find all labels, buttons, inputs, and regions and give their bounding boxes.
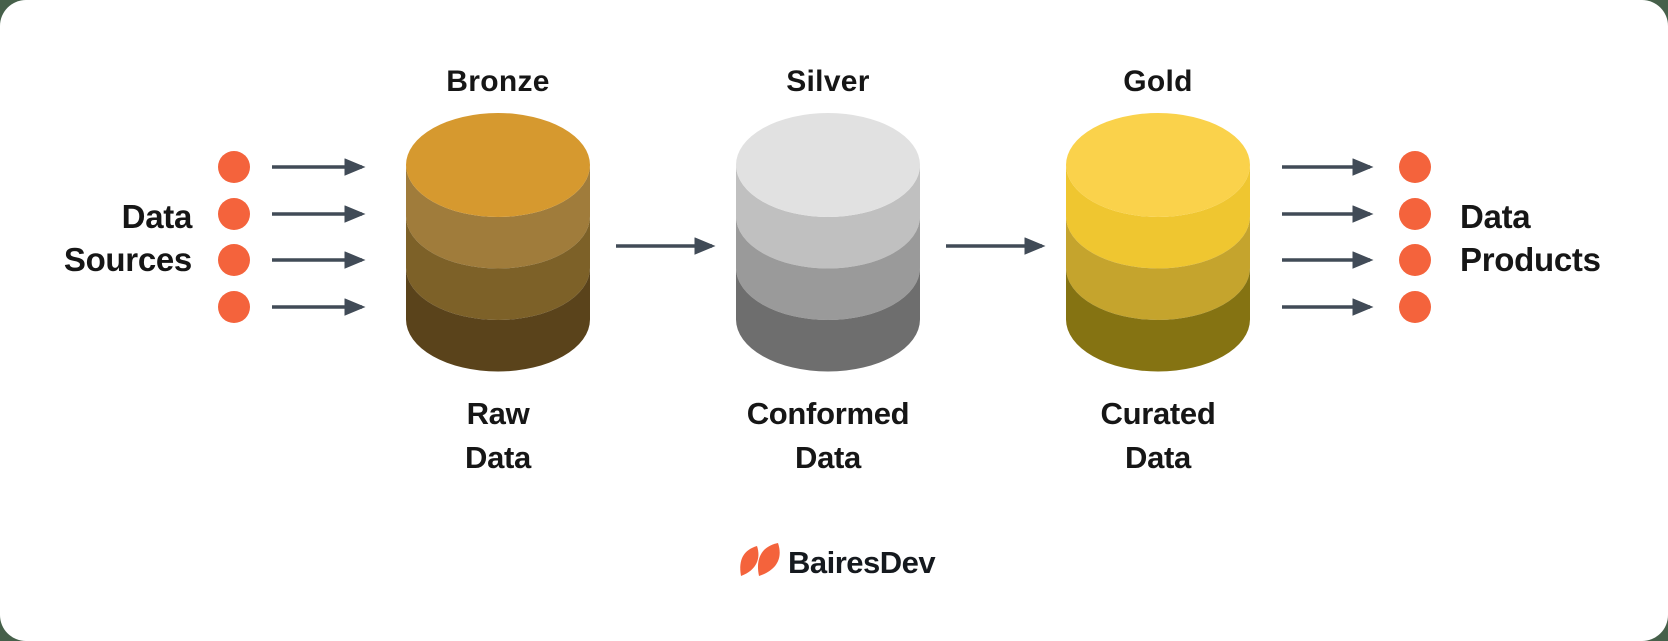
product-dot-3 <box>1399 244 1431 276</box>
product-dot-4 <box>1399 291 1431 323</box>
gold-title: Gold <box>1123 65 1193 98</box>
bairesdev-logo-petal-2-icon <box>757 543 780 576</box>
bairesdev-logo-text: BairesDev <box>788 545 936 580</box>
source-dot-3 <box>218 244 250 276</box>
bronze-caption-line1: Raw <box>467 396 531 431</box>
product-dot-1 <box>1399 151 1431 183</box>
silver-caption-line1: Conformed <box>747 396 910 431</box>
gold-cylinder-band-3 <box>1066 268 1250 372</box>
data-products-label-line2: Products <box>1460 241 1601 278</box>
bairesdev-logo: BairesDev <box>740 543 937 580</box>
bronze-cylinder-band-1 <box>406 165 590 269</box>
gold-cylinder-top <box>1066 113 1250 217</box>
data-sources-label-line2: Sources <box>64 241 192 278</box>
bronze-layer-group: Bronze Raw Data <box>406 65 590 475</box>
gold-cylinder-band-2 <box>1066 216 1250 320</box>
bairesdev-logo-petal-1-icon <box>740 546 759 576</box>
bronze-cylinder-top <box>406 113 590 217</box>
bronze-caption-line2: Data <box>465 440 532 475</box>
silver-cylinder-band-3 <box>736 268 920 372</box>
gold-layer-group: Gold Curated Data <box>1066 65 1250 475</box>
silver-cylinder-top <box>736 113 920 217</box>
gold-cylinder-band-1 <box>1066 165 1250 269</box>
data-products-label-line1: Data <box>1460 198 1531 235</box>
bronze-cylinder-band-2 <box>406 216 590 320</box>
bronze-title: Bronze <box>446 65 549 98</box>
silver-caption-line2: Data <box>795 440 862 475</box>
data-products-group: Data Products <box>1282 151 1601 323</box>
silver-cylinder-band-2 <box>736 216 920 320</box>
gold-caption-line2: Data <box>1125 440 1192 475</box>
source-dot-4 <box>218 291 250 323</box>
gold-caption-line1: Curated <box>1100 396 1215 431</box>
product-dot-2 <box>1399 198 1431 230</box>
silver-layer-group: Silver Conformed Data <box>736 65 920 475</box>
source-dot-2 <box>218 198 250 230</box>
data-sources-group: Data Sources <box>64 151 366 323</box>
source-dot-1 <box>218 151 250 183</box>
data-sources-label-line1: Data <box>122 198 193 235</box>
silver-cylinder-band-1 <box>736 165 920 269</box>
silver-title: Silver <box>786 65 870 98</box>
bronze-cylinder-band-3 <box>406 268 590 372</box>
